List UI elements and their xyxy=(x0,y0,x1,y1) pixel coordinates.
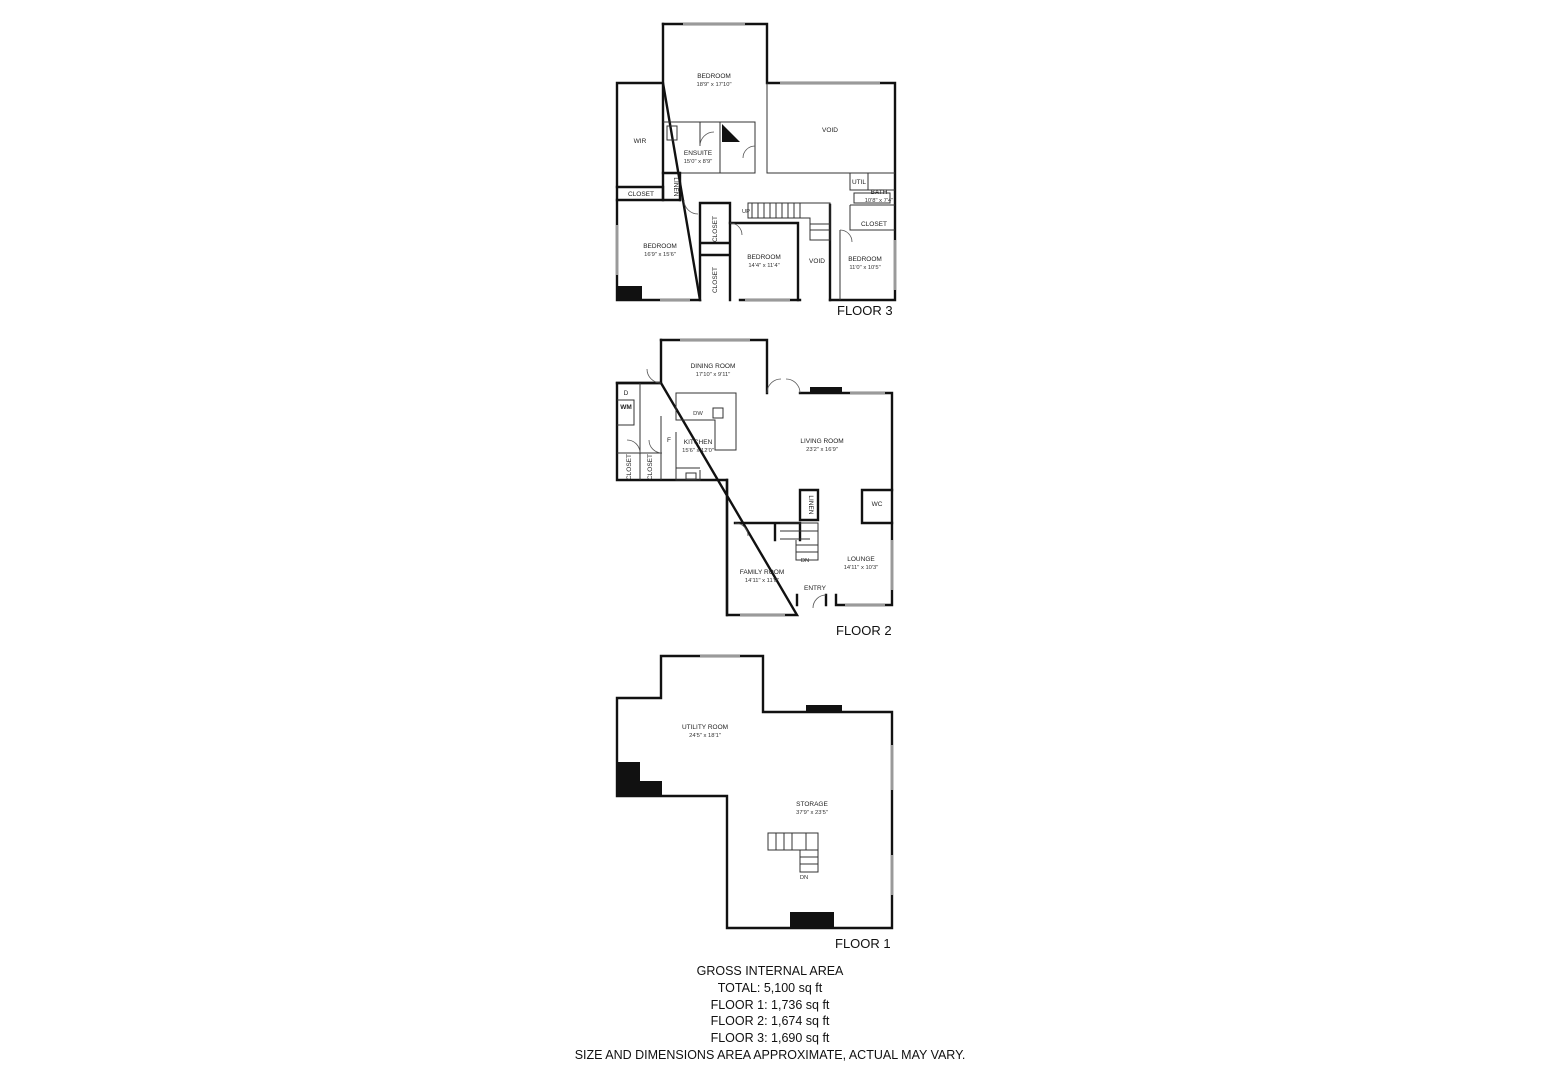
room-bedroom-left-dims: 16'9" x 15'6" xyxy=(644,252,676,258)
area-summary: GROSS INTERNAL AREA TOTAL: 5,100 sq ft F… xyxy=(540,963,1000,1064)
room-utility-dims: 24'5" x 18'1" xyxy=(689,733,721,739)
room-ensuite-dims: 15'0" x 8'9" xyxy=(684,159,713,165)
room-closet-left: CLOSET xyxy=(628,191,654,198)
room-lounge: LOUNGE xyxy=(847,556,875,563)
room-bedroom-master-dims: 18'9" x 17'10" xyxy=(696,82,731,88)
room-living: LIVING ROOM xyxy=(800,438,843,445)
stair-up-label: UP xyxy=(742,209,750,215)
room-storage-dims: 37'9" x 23'5" xyxy=(796,810,828,816)
area-disclaimer: SIZE AND DIMENSIONS AREA APPROXIMATE, AC… xyxy=(574,1047,966,1062)
room-bedroom-left: BEDROOM xyxy=(643,243,677,250)
room-linen-f2: LINEN xyxy=(807,495,814,514)
floor-1-label: FLOOR 1 xyxy=(835,936,891,951)
appliance-washer: WM xyxy=(620,404,632,411)
floor-3-plan: BEDROOM 18'9" x 17'10" WIR ENSUITE 15'0"… xyxy=(615,22,897,318)
room-closet-a: CLOSET xyxy=(626,454,633,480)
area-floor-1: FLOOR 1: 1,736 sq ft xyxy=(710,997,830,1012)
room-util: UTIL xyxy=(852,179,866,186)
room-living-dims: 23'2" x 16'9" xyxy=(806,447,838,453)
room-bedroom-right-dims: 11'0" x 10'5" xyxy=(849,265,880,271)
room-dining: DINING ROOM xyxy=(691,363,736,370)
room-void-mid: VOID xyxy=(809,258,825,265)
room-void-top: VOID xyxy=(822,127,838,134)
room-kitchen: KITCHEN xyxy=(684,439,713,446)
appliance-fridge: F xyxy=(667,437,671,444)
room-family: FAMILY ROOM xyxy=(740,569,785,576)
stair-dn-f2: DN xyxy=(801,558,809,564)
stair-dn-f1: DN xyxy=(800,875,808,881)
floor-2-plan: DINING ROOM 17'10" x 9'11" D WM F DW KIT… xyxy=(615,338,894,638)
room-closet-b: CLOSET xyxy=(647,454,654,480)
floor-3-label: FLOOR 3 xyxy=(837,303,893,318)
room-bedroom-mid: BEDROOM xyxy=(747,254,781,261)
area-floor-3: FLOOR 3: 1,690 sq ft xyxy=(710,1031,830,1046)
room-closet-mid-upper: CLOSET xyxy=(712,216,719,242)
room-bedroom-master: BEDROOM xyxy=(697,73,731,80)
room-ensuite: ENSUITE xyxy=(684,150,713,157)
room-closet-mid-lower: CLOSET xyxy=(712,267,719,293)
area-total: TOTAL: 5,100 sq ft xyxy=(717,980,823,995)
appliance-dishwasher: DW xyxy=(693,411,703,417)
room-closet-right: CLOSET xyxy=(861,221,887,228)
appliance-dryer: D xyxy=(624,390,629,397)
room-wc: WC xyxy=(872,501,883,508)
area-heading: GROSS INTERNAL AREA xyxy=(696,964,844,978)
room-utility: UTILITY ROOM xyxy=(682,724,728,731)
room-dining-dims: 17'10" x 9'11" xyxy=(696,372,731,378)
room-wir: WIR xyxy=(634,138,647,145)
floor-1-plan: UTILITY ROOM 24'5" x 18'1" STORAGE 37'9"… xyxy=(615,654,894,951)
room-storage: STORAGE xyxy=(796,801,828,808)
floor-2-label: FLOOR 2 xyxy=(836,623,892,638)
room-bath-dims: 10'8" x 7'4" xyxy=(865,198,894,204)
room-entry: ENTRY xyxy=(804,585,827,592)
room-kitchen-dims: 15'6" x 12'0" xyxy=(682,448,714,454)
room-linen: LINEN xyxy=(672,177,679,196)
room-bedroom-right: BEDROOM xyxy=(848,256,882,263)
room-bath: BATH xyxy=(871,189,888,196)
room-bedroom-mid-dims: 14'4" x 11'4" xyxy=(748,263,779,269)
area-floor-2: FLOOR 2: 1,674 sq ft xyxy=(710,1014,830,1029)
room-lounge-dims: 14'11" x 10'3" xyxy=(844,565,879,571)
room-family-dims: 14'11" x 11'0" xyxy=(745,578,779,584)
